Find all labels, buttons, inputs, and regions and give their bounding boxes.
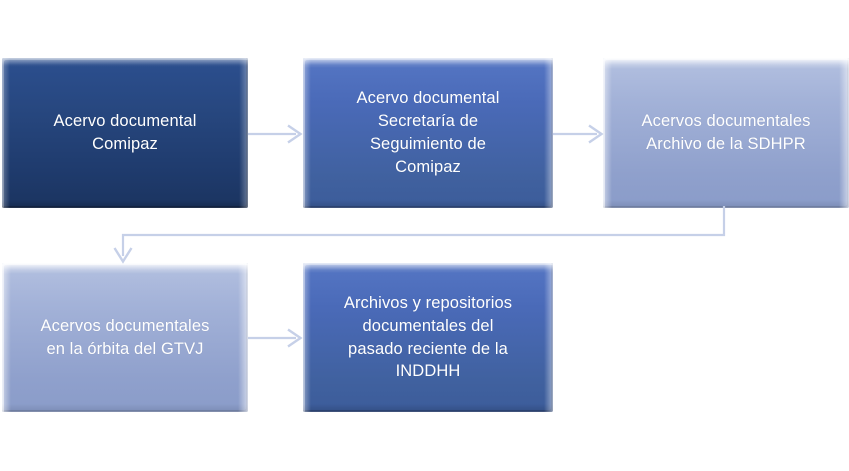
elbow-connector-n3-to-n4 — [110, 206, 740, 268]
arrow-connector-n4-to-n5 — [248, 322, 306, 354]
node-label: Acervo documental Secretaría de Seguimie… — [356, 89, 500, 176]
process-node-acervo-documental-secretaria-seguimiento[interactable]: Acervo documental Secretaría de Seguimie… — [303, 58, 553, 208]
node-label: Acervos documentales en la órbita del GT… — [40, 316, 210, 358]
arrow-connector-n2-to-n3 — [553, 118, 607, 150]
node-label: Acervos documentales Archivo de la SDHPR — [641, 112, 811, 153]
process-node-acervos-archivo-sdhpr[interactable]: Acervos documentales Archivo de la SDHPR — [603, 58, 849, 208]
process-node-acervos-orbita-gtvj[interactable]: Acervos documentales en la órbita del GT… — [2, 263, 248, 412]
node-label: Archivos y repositorios documentales del… — [343, 293, 513, 381]
node-label: Acervo documental Comipaz — [53, 112, 197, 153]
arrow-connector-n1-to-n2 — [248, 118, 306, 150]
process-node-archivos-repositorios-inddhh[interactable]: Archivos y repositorios documentales del… — [303, 263, 553, 412]
process-node-acervo-documental-comipaz[interactable]: Acervo documental Comipaz — [2, 58, 248, 208]
